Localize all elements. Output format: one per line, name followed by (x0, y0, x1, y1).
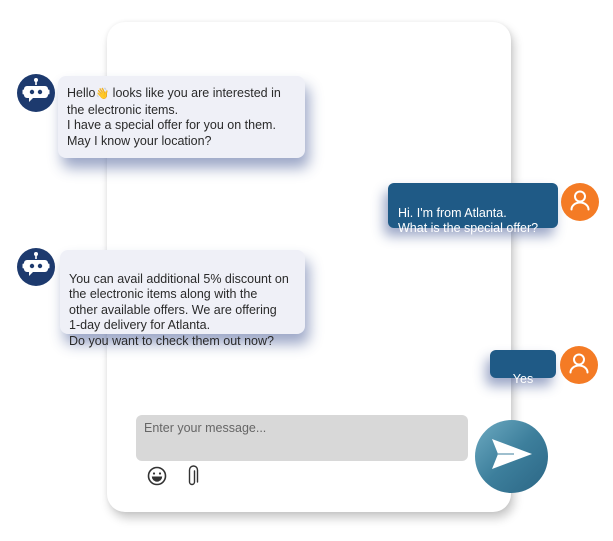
message-text: Yes (512, 371, 534, 386)
user-message-bubble: Yes (490, 350, 556, 386)
user-icon (568, 352, 590, 379)
user-message-bubble: Hi. I'm from Atlanta. What is the specia… (388, 183, 558, 235)
emoji-button[interactable] (146, 466, 168, 491)
message-text: looks like you are interested in the ele… (67, 86, 281, 148)
message-text: Hi. I'm from Atlanta. What is the specia… (398, 205, 539, 236)
user-icon (569, 189, 591, 216)
user-avatar (561, 183, 599, 221)
message-input[interactable] (136, 415, 468, 461)
waving-hand-emoji: 👋 (95, 88, 110, 100)
message-text: Hello (67, 86, 96, 100)
robot-icon (21, 250, 51, 285)
message-text: You can avail additional 5% discount on … (69, 271, 289, 348)
send-icon (490, 437, 534, 476)
bot-message-bubble: Hello👋 looks like you are interested in … (58, 76, 305, 158)
smiley-icon (147, 466, 167, 491)
bot-avatar (17, 248, 55, 286)
robot-icon (21, 76, 51, 111)
attach-button[interactable] (185, 464, 201, 492)
send-button[interactable] (475, 420, 548, 493)
user-avatar (560, 346, 598, 384)
bot-message-bubble: You can avail additional 5% discount on … (60, 250, 305, 348)
paperclip-icon (187, 464, 199, 492)
bot-avatar (17, 74, 55, 112)
